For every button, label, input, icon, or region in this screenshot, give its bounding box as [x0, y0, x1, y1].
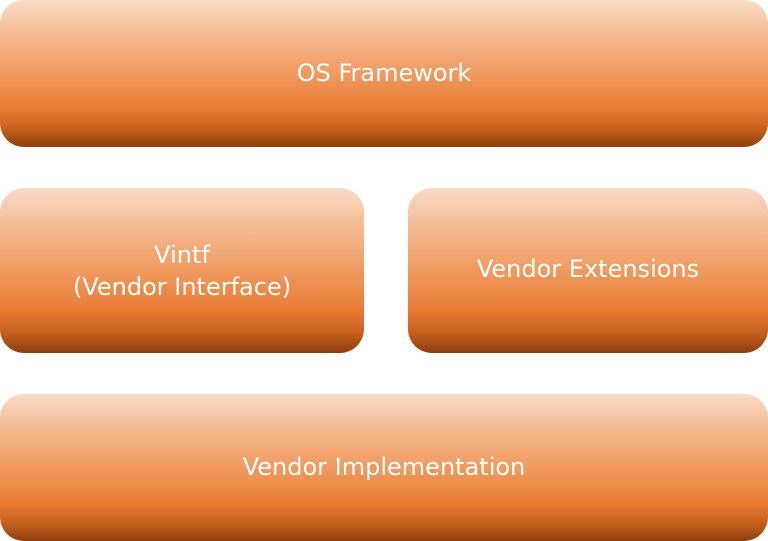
vintf-label-line1: Vintf	[154, 240, 210, 269]
vendor-implementation-label: Vendor Implementation	[242, 452, 526, 481]
vendor-implementation-block: Vendor Implementation	[0, 394, 768, 541]
os-framework-label: OS Framework	[296, 58, 472, 87]
vintf-block: Vintf (Vendor Interface)	[0, 188, 364, 353]
vintf-label-line2: (Vendor Interface)	[72, 272, 292, 301]
vintf-label: Vintf (Vendor Interface)	[73, 239, 291, 303]
os-framework-block: OS Framework	[0, 0, 768, 147]
vendor-extensions-label: Vendor Extensions	[476, 254, 700, 283]
vendor-extensions-block: Vendor Extensions	[408, 188, 768, 353]
